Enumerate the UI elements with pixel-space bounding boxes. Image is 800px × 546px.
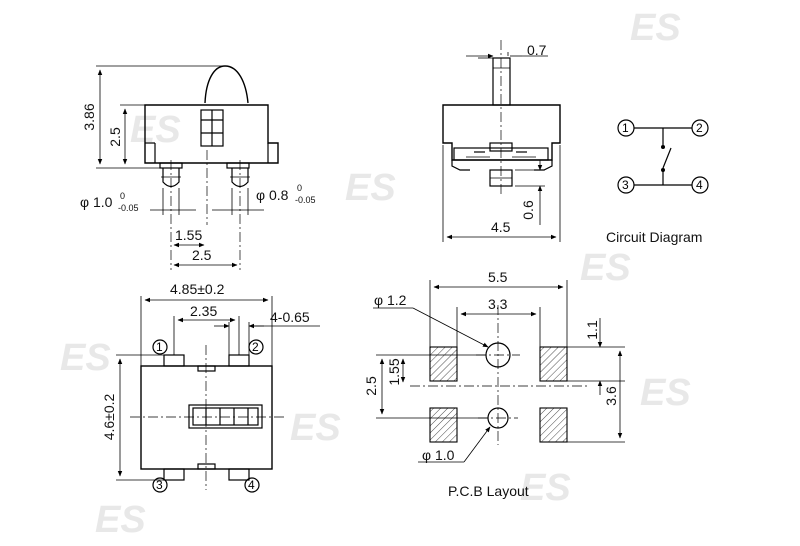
dim-pcb-hole-small: φ 1.0 [422,447,455,463]
dim-pcb-hole-offset: 1.55 [386,358,402,385]
top-pin-3: 3 [156,478,163,492]
dim-height-total: 3.86 [81,103,97,130]
dim-top-height: 4.6±0.2 [101,393,117,440]
pcb-pad-4 [539,407,568,443]
pcb-title: P.C.B Layout [448,483,529,499]
dim-pcb-pad-span-y: 3.6 [603,386,619,406]
dim-pin-offset: 1.55 [175,227,202,243]
top-pin-4: 4 [248,478,255,492]
watermark-9: ES [95,499,146,541]
circuit-pin-3: 3 [622,178,629,192]
dim-pin-dia-left-tol-bot: -0.05 [118,203,139,213]
circuit-pin-1: 1 [622,121,629,135]
watermark-7: ES [640,372,691,414]
dim-standoff: 0.6 [520,200,536,220]
dim-pcb-hole-pitch: 2.5 [363,376,379,396]
watermark-5: ES [60,337,111,379]
circuit-diagram: 1 2 3 4 Circuit Diagram [606,119,709,245]
dim-height-body: 2.5 [107,127,123,147]
dim-top-pad-width: 4-0.65 [270,309,310,325]
pcb-pad-3 [429,407,458,443]
dim-pin-dia-left: φ 1.0 [80,194,113,210]
dim-pin-dia-right: φ 0.8 [256,187,289,203]
dim-pin-dia-right-tol-bot: -0.05 [295,195,316,205]
front-body [442,104,561,161]
top-pin-2: 2 [252,340,259,354]
watermark-3: ES [630,7,681,49]
pcb-pad-2 [539,346,568,382]
circuit-title: Circuit Diagram [606,229,702,245]
top-pin-1: 1 [156,340,163,354]
side-view: 3.86 2.5 φ 1.0 0 -0.05 φ 0.8 0 -0.05 1.5… [80,65,316,270]
watermark-group: ES ES ES ES ES ES ES ES ES [60,7,691,541]
watermark-8: ES [520,467,571,509]
circuit-pin-2: 2 [696,121,703,135]
dim-pin-dia-right-tol-top: 0 [297,183,302,193]
dim-pcb-hole-large: φ 1.2 [374,292,407,308]
top-view: 1 2 3 4 4.85±0.2 2.35 4-0.65 4.6±0.2 [101,281,320,493]
actuator-curve [204,65,249,104]
circuit-pin-4: 4 [696,178,703,192]
watermark-2: ES [345,167,396,209]
watermark-4: ES [580,247,631,289]
side-body [144,104,279,164]
dim-top-width: 4.85±0.2 [170,281,225,297]
dim-pin-pitch: 2.5 [192,247,212,263]
dim-body-width: 4.5 [491,219,511,235]
dim-pcb-inner-x: 3.3 [488,296,508,312]
pcb-layout: 5.5 3.3 φ 1.2 φ 1.0 2.5 1.55 1.1 3.6 P.C… [363,269,625,499]
dim-actuator-width: 0.7 [527,42,547,58]
pcb-pad-1 [429,346,458,382]
dim-pin-dia-left-tol-top: 0 [120,191,125,201]
dim-pcb-span-x: 5.5 [488,269,508,285]
dim-top-pitch: 2.35 [190,303,217,319]
front-view: 0.7 0.6 4.5 [442,40,561,242]
watermark-6: ES [290,407,341,449]
dim-pcb-pad-height: 1.1 [584,320,600,340]
